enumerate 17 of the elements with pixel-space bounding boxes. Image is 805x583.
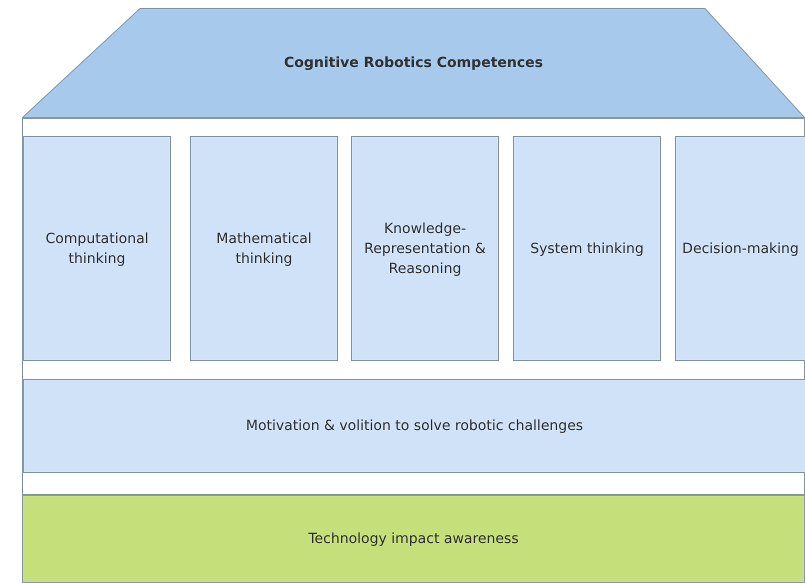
competence-label: Mathematical thinking (215, 230, 313, 268)
band-box (23, 379, 805, 473)
competence-label: System thinking (529, 240, 645, 258)
pillar-box (23, 136, 171, 361)
competence-label: Knowledge-Representation & Reasoning (363, 220, 487, 278)
competence-label: Motivation & volition to solve robotic challenges (244, 417, 584, 436)
title-text: Cognitive Robotics Competences (283, 54, 544, 73)
competence-label: Technology impact awareness (307, 530, 520, 549)
building-frame (22, 118, 805, 495)
pillar-box (675, 136, 805, 361)
competence-label: Computational thinking (44, 230, 150, 268)
foundation-band (22, 495, 805, 583)
competence-label: Decision-making (681, 240, 800, 258)
pillar-box (351, 136, 499, 361)
roof-trapezoid (22, 8, 805, 118)
pillar-box (513, 136, 661, 361)
pillar-box (190, 136, 338, 361)
